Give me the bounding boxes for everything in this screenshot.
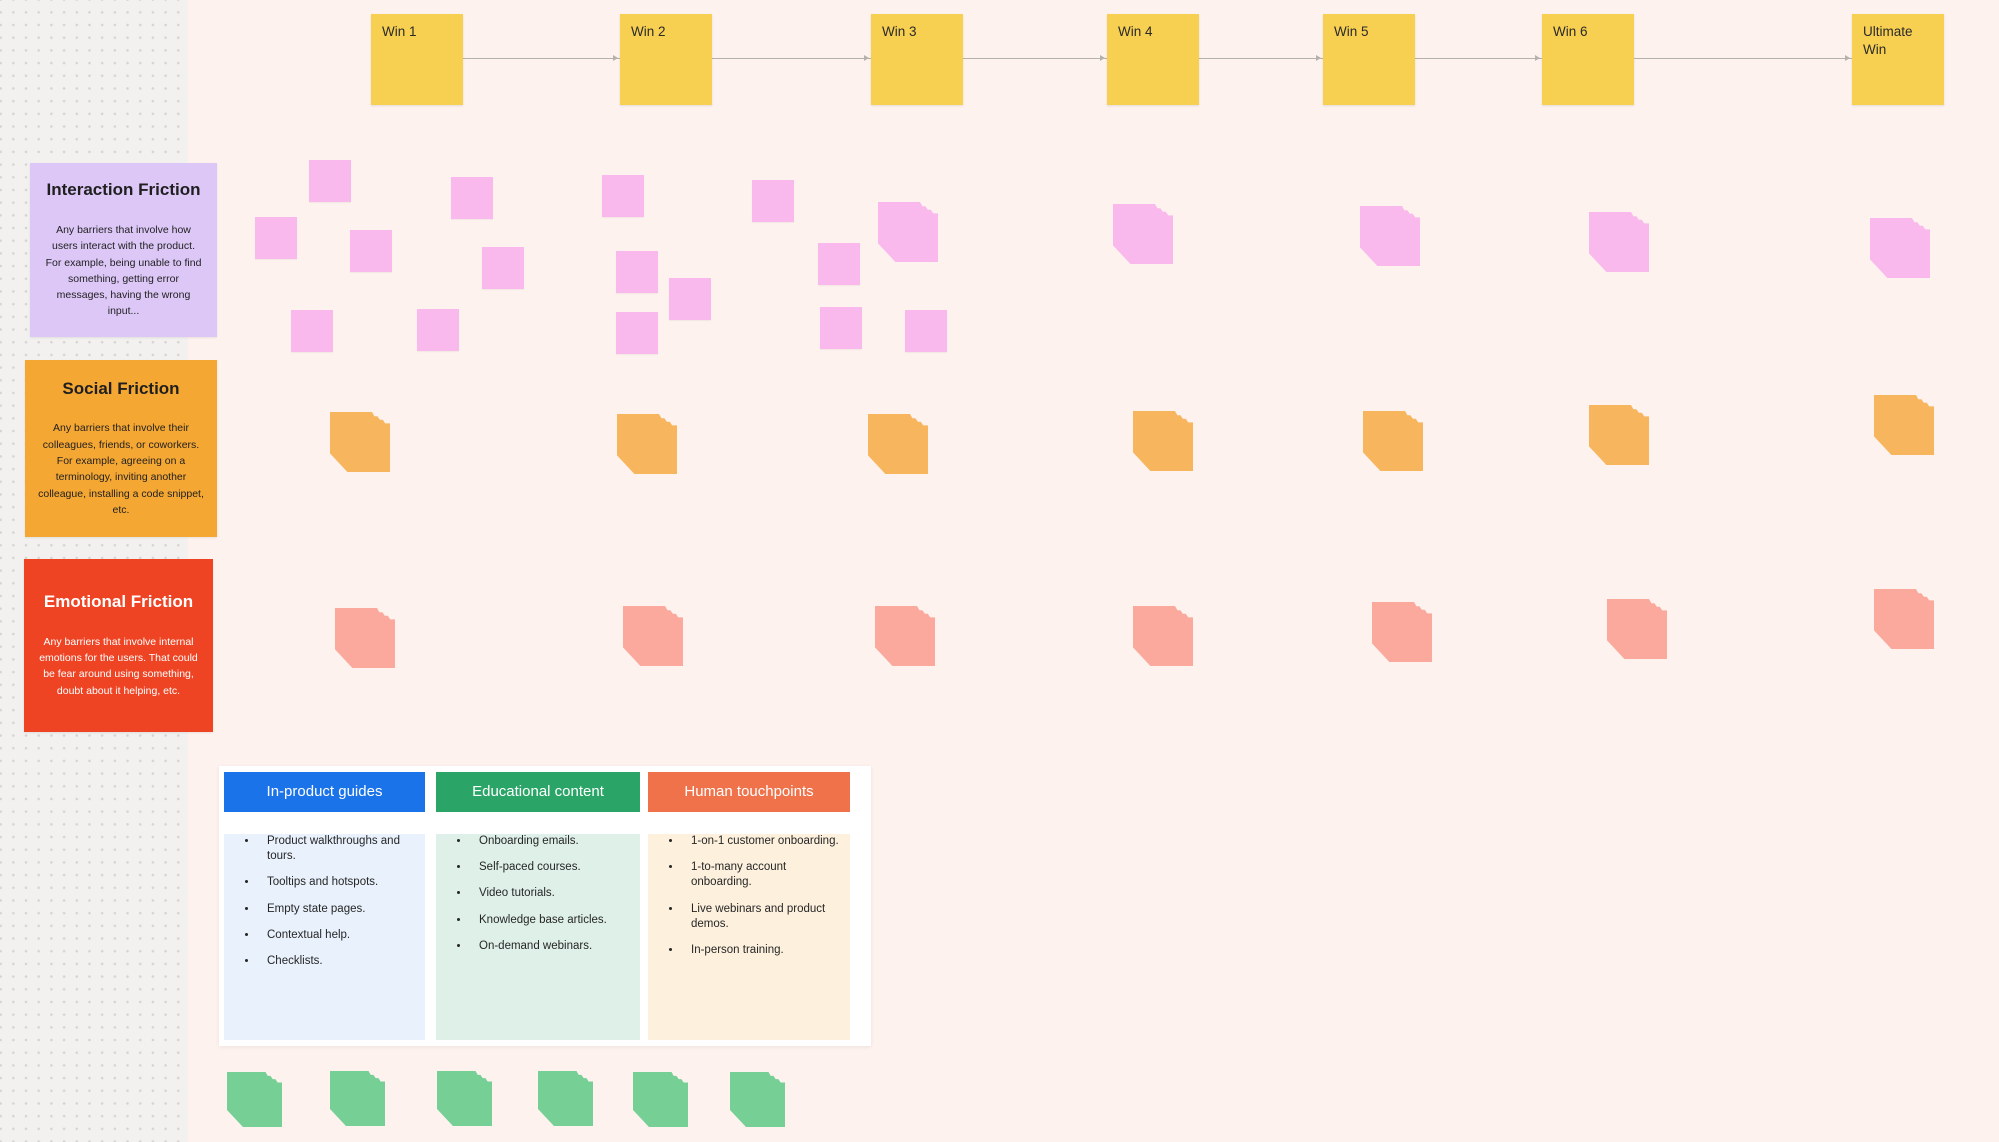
list-header: Educational content: [436, 772, 640, 812]
sticky-note-green-stack[interactable]: [538, 1071, 593, 1126]
sticky-note-pink-square[interactable]: [616, 251, 658, 293]
sticky-note-win-1[interactable]: Win 1: [371, 14, 463, 105]
sticky-note-orange-stack[interactable]: [1133, 411, 1193, 471]
sticky-note-green-stack[interactable]: [330, 1071, 385, 1126]
connector-arrow[interactable]: [463, 55, 620, 61]
sticky-note-pink-square[interactable]: [820, 307, 862, 349]
sticky-note-pink-square[interactable]: [309, 160, 351, 202]
sticky-note-salmon-stack[interactable]: [1607, 599, 1667, 659]
sticky-note-green-stack[interactable]: [227, 1072, 282, 1127]
connector-arrow[interactable]: [963, 55, 1107, 61]
sticky-note-pink-square[interactable]: [818, 243, 860, 285]
sticky-note-salmon-stack[interactable]: [1372, 602, 1432, 662]
sticky-note-orange-stack[interactable]: [330, 412, 390, 472]
list-item: On-demand webinars.: [470, 939, 634, 954]
sticky-note-pink-stack[interactable]: [1360, 206, 1420, 266]
touchpoint-list-human-touchpoints[interactable]: Human touchpoints 1-on-1 customer onboard…: [648, 772, 850, 1040]
sticky-note-salmon-stack[interactable]: [1874, 589, 1934, 649]
list-item: 1-on-1 customer onboarding.: [682, 834, 844, 849]
sticky-note-orange-stack[interactable]: [1874, 395, 1934, 455]
category-description: Any barriers that involve their colleagu…: [38, 422, 204, 516]
sticky-note-pink-square[interactable]: [255, 217, 297, 259]
sticky-note-win-4[interactable]: Win 4: [1107, 14, 1199, 105]
sticky-note-pink-square[interactable]: [616, 312, 658, 354]
category-title: Interaction Friction: [46, 180, 201, 200]
connector-arrow[interactable]: [1199, 55, 1323, 61]
win-note-label: Win 6: [1553, 24, 1588, 39]
sticky-note-pink-stack[interactable]: [1589, 212, 1649, 272]
list-body: 1-on-1 customer onboarding. 1-to-many acc…: [648, 834, 850, 1040]
connector-arrow[interactable]: [712, 55, 871, 61]
list-item: Self-paced courses.: [470, 860, 634, 875]
sticky-note-pink-square[interactable]: [451, 177, 493, 219]
sticky-note-orange-stack[interactable]: [1363, 411, 1423, 471]
sticky-note-orange-stack[interactable]: [1589, 405, 1649, 465]
sticky-note-pink-square[interactable]: [752, 180, 794, 222]
touchpoint-list-in-product-guides[interactable]: In-product guidesProduct walkthroughs an…: [224, 772, 425, 1040]
list-body: Onboarding emails. Self-paced courses. Vid…: [436, 834, 640, 1040]
sticky-note-pink-square[interactable]: [669, 278, 711, 320]
sticky-note-salmon-stack[interactable]: [875, 606, 935, 666]
sticky-note-green-stack[interactable]: [437, 1071, 492, 1126]
sticky-note-salmon-stack[interactable]: [623, 606, 683, 666]
win-note-label: Win 4: [1118, 24, 1153, 39]
sticky-note-salmon-stack[interactable]: [1133, 606, 1193, 666]
connector-arrow[interactable]: [1415, 55, 1542, 61]
list-item: Contextual help.: [258, 928, 419, 943]
category-title: Social Friction: [62, 378, 180, 398]
win-note-label: Win 2: [631, 24, 666, 39]
list-item: Tooltips and hotspots.: [258, 875, 419, 890]
category-description: Any barriers that involve how users inte…: [45, 223, 202, 318]
list-item: Onboarding emails.: [470, 834, 634, 849]
list-item: Empty state pages.: [258, 902, 419, 917]
sticky-note-pink-stack[interactable]: [878, 202, 938, 262]
sticky-note-pink-stack[interactable]: [1870, 218, 1930, 278]
sticky-note-pink-square[interactable]: [905, 310, 947, 352]
sticky-note-orange-stack[interactable]: [868, 414, 928, 474]
list-item: Live webinars and product demos.: [682, 902, 844, 932]
win-note-label: Win 1: [382, 24, 417, 39]
list-item: In-person training.: [682, 943, 844, 958]
list-item: Video tutorials.: [470, 886, 634, 901]
sticky-note-pink-stack[interactable]: [1113, 204, 1173, 264]
touchpoints-panel[interactable]: In-product guidesProduct walkthroughs an…: [219, 766, 871, 1046]
list-item: Checklists.: [258, 954, 419, 969]
category-description: Any barriers that involve internal emoti…: [39, 635, 198, 697]
list-item: 1-to-many account onboarding.: [682, 860, 844, 890]
sticky-note-win-6[interactable]: Win 6: [1542, 14, 1634, 105]
sticky-note-win-3[interactable]: Win 3: [871, 14, 963, 105]
list-body: Product walkthroughs and tours. Tooltips …: [224, 834, 425, 1040]
list-items: 1-on-1 customer onboarding. 1-to-many acc…: [648, 834, 850, 958]
sticky-note-ultimate-win[interactable]: Ultimate Win: [1852, 14, 1944, 105]
win-note-label: Win 5: [1334, 24, 1369, 39]
sticky-note-pink-square[interactable]: [602, 175, 644, 217]
sticky-note-green-stack[interactable]: [730, 1072, 785, 1127]
touchpoint-list-educational-content[interactable]: Educational contentOnboarding emails. Sel…: [436, 772, 640, 1040]
list-header: Human touchpoints: [648, 772, 850, 812]
connector-arrow[interactable]: [1634, 55, 1852, 61]
list-items: Onboarding emails. Self-paced courses. Vid…: [436, 834, 640, 954]
list-items: Product walkthroughs and tours. Tooltips …: [224, 834, 425, 969]
sticky-note-green-stack[interactable]: [633, 1072, 688, 1127]
sticky-note-win-2[interactable]: Win 2: [620, 14, 712, 105]
sticky-note-salmon-stack[interactable]: [335, 608, 395, 668]
win-note-label: Win 3: [882, 24, 917, 39]
win-note-label: Ultimate Win: [1863, 24, 1913, 58]
sticky-note-pink-square[interactable]: [417, 309, 459, 351]
sticky-note-pink-square[interactable]: [291, 310, 333, 352]
sticky-note-win-5[interactable]: Win 5: [1323, 14, 1415, 105]
sticky-note-orange-stack[interactable]: [617, 414, 677, 474]
list-item: Product walkthroughs and tours.: [258, 834, 419, 864]
sticky-note-pink-square[interactable]: [350, 230, 392, 272]
sticky-note-pink-square[interactable]: [482, 247, 524, 289]
list-header: In-product guides: [224, 772, 425, 812]
category-title: Emotional Friction: [43, 592, 194, 612]
list-item: Knowledge base articles.: [470, 913, 634, 928]
